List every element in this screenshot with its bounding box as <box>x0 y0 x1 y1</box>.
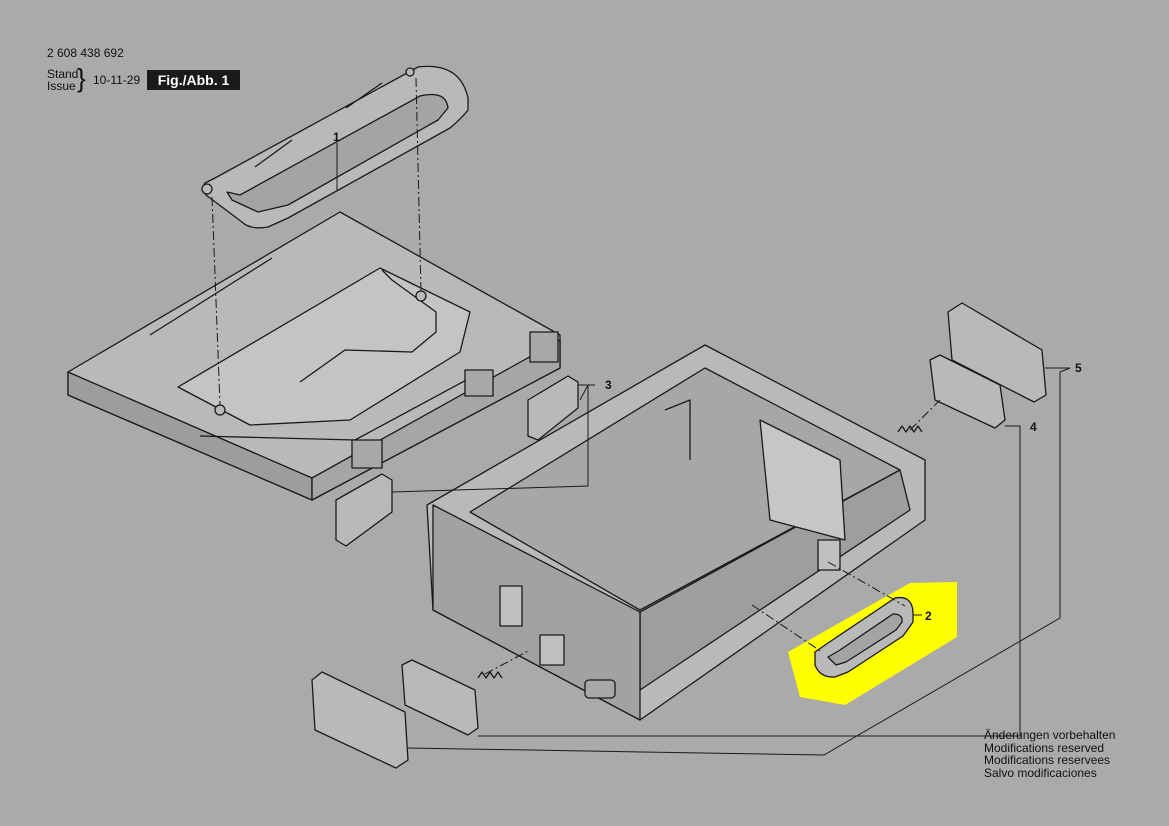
part-1-handle <box>201 65 469 229</box>
spring-left <box>477 671 503 679</box>
part-3-latch-lower <box>335 473 393 547</box>
part-2-handle <box>814 596 914 678</box>
lid <box>67 211 561 501</box>
notice-line-es: Salvo modificaciones <box>984 765 1097 780</box>
issue-label: Issue <box>47 79 76 93</box>
notice-line-de: Änderungen vorbehalten <box>984 728 1116 742</box>
modifications-notice: Änderungen vorbehalten Modifications res… <box>984 729 1115 779</box>
part-number: 2 608 438 692 <box>47 46 124 60</box>
callout-1: 1 <box>333 130 340 144</box>
issue-date: 10-11-29 <box>93 73 141 87</box>
part-4-clip-left <box>401 659 479 736</box>
stand-label: Stand <box>47 67 79 81</box>
callout-5: 5 <box>1075 361 1082 375</box>
callout-3: 3 <box>605 378 612 392</box>
brace-icon: } <box>77 63 86 93</box>
notice-line-fr: Modifications reservees <box>984 753 1111 767</box>
part-5-buckle-left <box>311 671 409 769</box>
callout-2: 2 <box>925 609 932 623</box>
part-5-buckle-right <box>947 302 1047 403</box>
box-body <box>426 344 926 721</box>
notice-line-en: Modifications reserved <box>984 740 1105 755</box>
assembly-lines <box>211 77 941 675</box>
callout-4: 4 <box>1030 420 1037 434</box>
figure-label: Fig./Abb. 1 <box>147 70 240 90</box>
leader-lines <box>336 143 1071 756</box>
spring-right <box>897 425 923 433</box>
part-4-clip-right <box>929 354 1006 429</box>
part-3-latch-upper <box>527 375 579 441</box>
